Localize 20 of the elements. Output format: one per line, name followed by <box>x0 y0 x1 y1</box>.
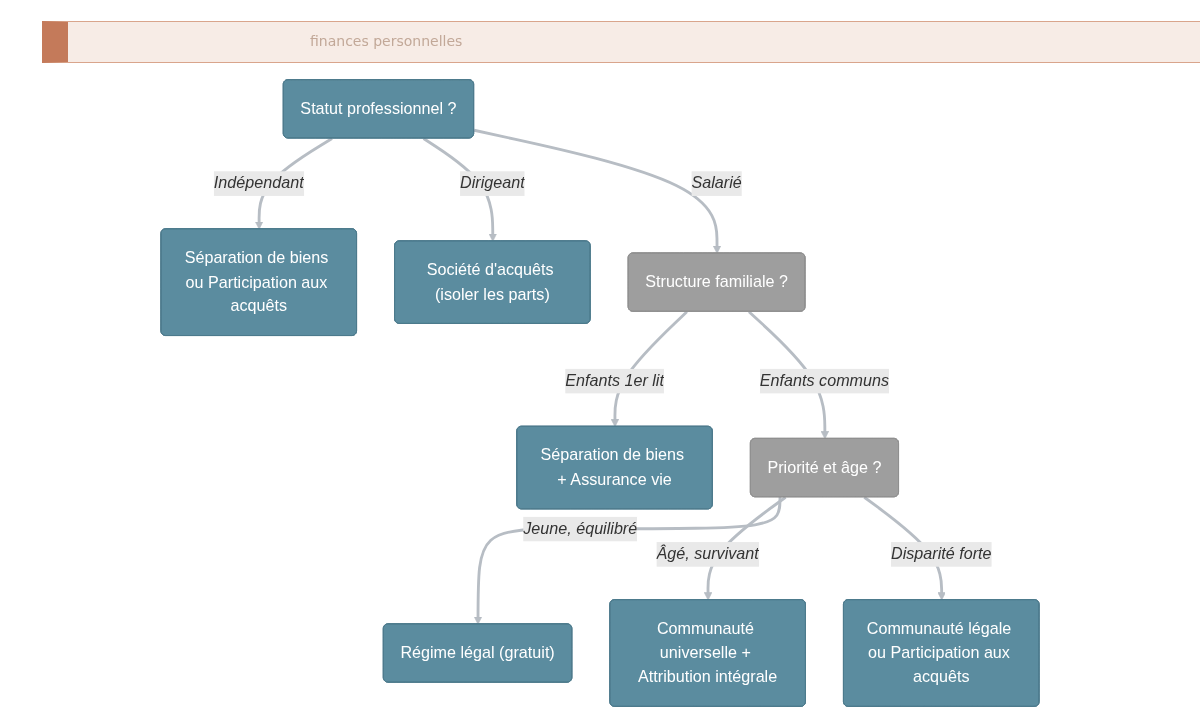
question-box: Statut professionnel ? <box>282 79 475 139</box>
arrow <box>473 496 782 625</box>
edge-label: Jeune, équilibré <box>523 519 638 538</box>
question-box: Structure familiale ? <box>627 252 806 312</box>
question-box: Priorité et âge ? <box>749 437 899 498</box>
result-box: Séparation de biens ou Participation aux acquêts <box>160 228 358 336</box>
result-box: Séparation de biens + Assurance vie <box>516 425 713 510</box>
edge-label: Enfants 1er lit <box>565 371 664 390</box>
result-box: Communauté légale ou Participation aux acquêts <box>842 599 1040 707</box>
edge-label: Salarié <box>691 174 742 193</box>
result-box: Société d'acquêts (isoler les parts) <box>394 240 591 324</box>
edge-label: Indépendant <box>213 174 304 193</box>
arrow <box>473 128 722 254</box>
subtitle-text: finances personnelles <box>310 33 463 49</box>
edge-label: Disparité forte <box>891 544 992 563</box>
edge-label: Âgé, survivant <box>656 544 759 563</box>
result-box: Communauté universelle + Attribution intégrale <box>609 599 806 707</box>
edge-label: Enfants communs <box>759 371 890 390</box>
result-box: Régime légal (gratuit) <box>382 623 573 683</box>
edge-label: Dirigeant <box>460 174 525 193</box>
